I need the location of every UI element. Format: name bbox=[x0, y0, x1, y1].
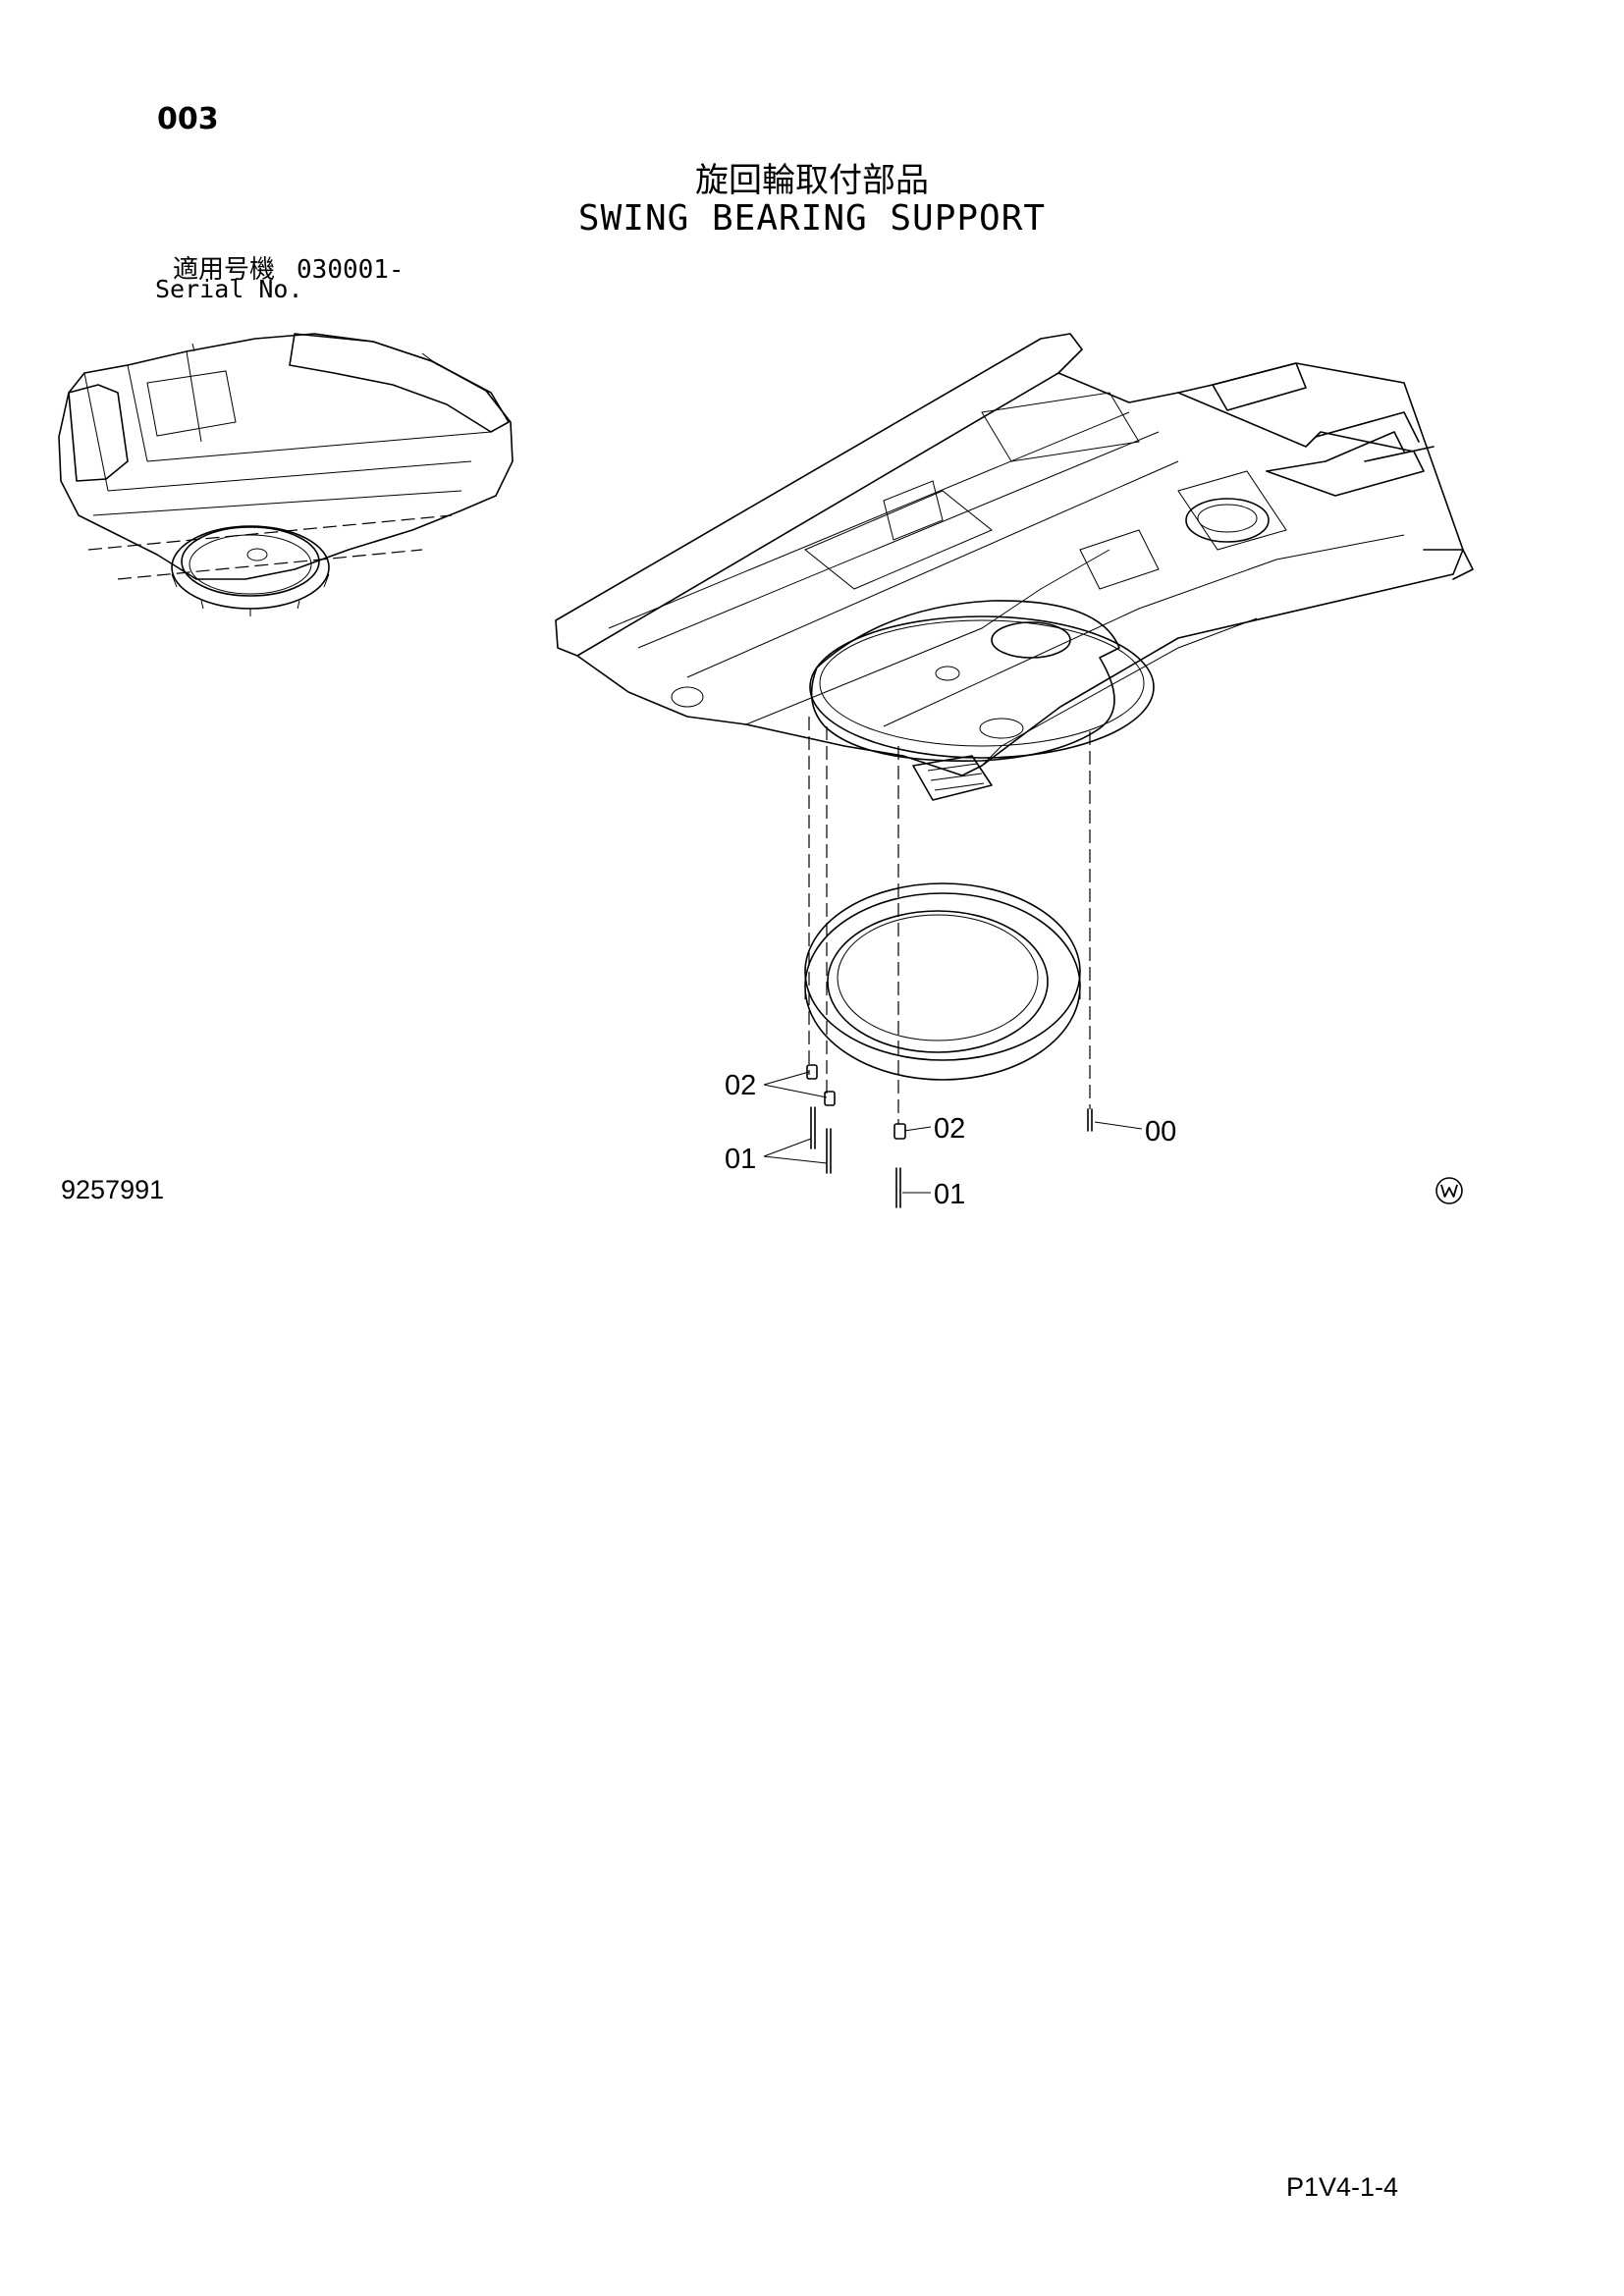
machine-inset-view bbox=[58, 333, 514, 616]
section-number: 003 bbox=[157, 102, 219, 136]
nut-02-b bbox=[824, 1091, 836, 1106]
drawing-number: 9257991 bbox=[61, 1175, 165, 1204]
bolt-00 bbox=[1087, 1108, 1093, 1132]
assembly-center-lines bbox=[808, 717, 1091, 1124]
callout-label: 02 bbox=[725, 1070, 756, 1101]
callout-leaders bbox=[763, 1071, 1143, 1194]
swing-bearing bbox=[804, 882, 1081, 1081]
callout-label: 00 bbox=[1145, 1116, 1176, 1148]
serial-label-en: Serial No. bbox=[155, 275, 303, 303]
bolt-01-b bbox=[826, 1128, 832, 1174]
page-title-en: SWING BEARING SUPPORT bbox=[577, 198, 1047, 239]
serial-label-jp: 適用号機 bbox=[173, 255, 276, 285]
upper-frame-main-view bbox=[555, 333, 1474, 801]
page-code: P1V4-1-4 bbox=[1286, 2172, 1399, 2202]
callout-label: 01 bbox=[934, 1179, 965, 1210]
bolt-01-a bbox=[810, 1106, 816, 1149]
inset-swing-bearing bbox=[171, 525, 330, 616]
circled-w-icon bbox=[1435, 1177, 1463, 1204]
parts-drawing: 02 01 02 01 00 bbox=[58, 333, 1474, 1210]
nut-02-a bbox=[806, 1064, 818, 1080]
nut-02-c bbox=[893, 1123, 906, 1140]
callout-label: 01 bbox=[725, 1144, 756, 1175]
bolt-01-c bbox=[895, 1167, 901, 1208]
callout-label: 02 bbox=[934, 1113, 965, 1145]
page-title-jp: 旋回輪取付部品 bbox=[695, 161, 929, 200]
fasteners bbox=[806, 1064, 1093, 1208]
serial-value: 030001- bbox=[297, 255, 405, 285]
mounting-plate bbox=[809, 600, 1155, 763]
serial-applicability: 適用号機 030001- bbox=[173, 249, 405, 286]
